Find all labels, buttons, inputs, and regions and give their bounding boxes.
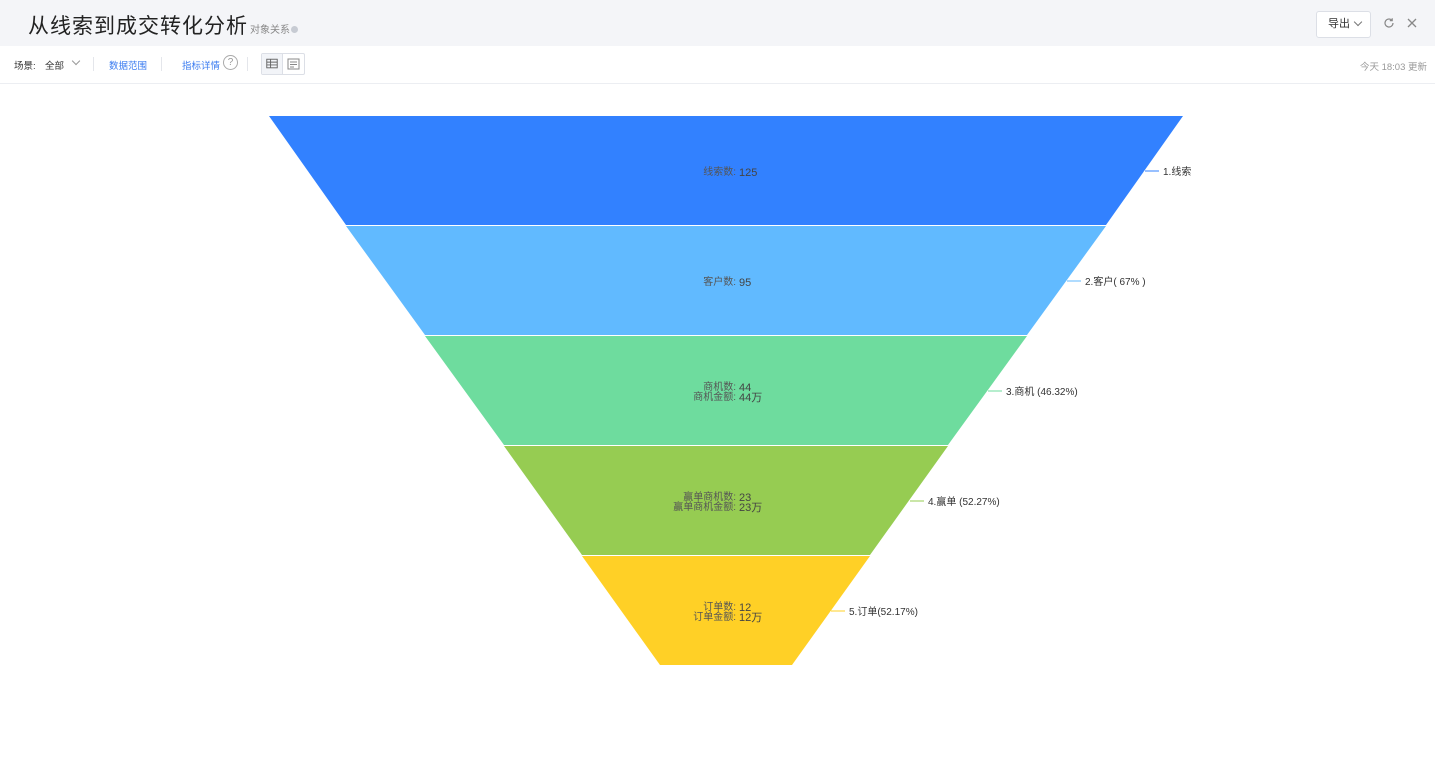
toolbar: 场景: 全部 数据范围 指标详情 ? 今天 18:03 更新 [0,46,1435,84]
funnel-metric-value: 12万 [739,612,762,624]
funnel-segment[interactable] [269,116,1183,225]
funnel-metric-value: 23万 [739,502,762,514]
funnel-segment[interactable] [504,446,948,555]
funnel-stage-label: 2.客户( 67% ) [1085,275,1146,288]
table-icon[interactable] [262,54,283,74]
funnel-metric-value: 44万 [739,392,762,404]
view-toggle [261,53,305,75]
scene-select[interactable]: 全部 [45,61,65,72]
question-icon[interactable]: ? [223,55,238,70]
funnel-metric-label: 赢单商机数: [683,490,736,503]
funnel-metric-label: 客户数: [703,275,736,288]
page-title: 从线索到成交转化分析 [28,15,248,38]
funnel-metric-label: 商机金额: [693,390,736,403]
data-range-link[interactable]: 数据范围 [109,61,148,72]
divider [93,57,94,71]
funnel-metric-label: 商机数: [703,380,736,393]
funnel-stage-label: 5.订单(52.17%) [849,606,918,618]
close-icon[interactable] [1406,17,1418,29]
funnel-stage-label: 4.赢单 (52.27%) [928,495,1000,508]
divider [161,57,162,71]
funnel-metric-label: 订单数: [703,600,736,613]
funnel-segment[interactable] [582,556,870,665]
funnel-metric-value: 125 [739,167,757,179]
funnel-segment[interactable] [346,226,1106,335]
page-header: 从线索到成交转化分析 对象关系 导出 [0,0,1435,46]
relation-dot-icon [291,26,298,33]
funnel-metric-value: 12 [739,602,751,614]
divider [247,57,248,71]
funnel-metric-value: 23 [739,492,751,504]
funnel-metric-label: 线索数: [703,165,736,178]
funnel-stage-label: 1.线索 [1163,165,1191,178]
export-button-label: 导出 [1328,18,1350,30]
scene-label: 场景: [14,61,36,72]
object-relation-link[interactable]: 对象关系 [250,21,298,36]
funnel-metric-value: 44 [739,382,751,394]
refresh-icon[interactable] [1383,17,1395,29]
funnel-segment[interactable] [425,336,1027,445]
funnel-metric-value: 95 [739,277,751,289]
funnel-metric-label: 赢单商机金额: [673,500,736,513]
updated-timestamp: 今天 18:03 更新 [1359,62,1427,73]
text-list-icon[interactable] [283,54,304,74]
object-relation-label: 对象关系 [250,25,290,36]
export-button[interactable]: 导出 [1316,11,1371,38]
metric-detail-link[interactable]: 指标详情 [182,61,221,72]
funnel-metric-label: 订单金额: [693,610,736,623]
funnel-stage-label: 3.商机 (46.32%) [1006,385,1078,398]
